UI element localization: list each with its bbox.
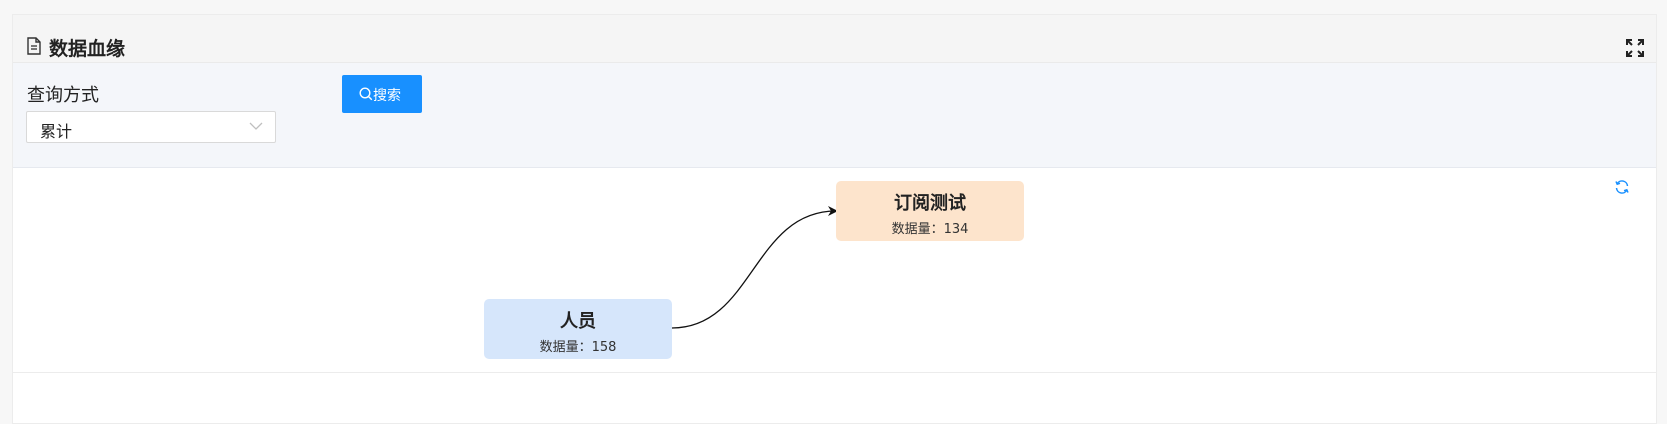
lineage-graph: 人员 数据量：158 订阅测试 数据量：134: [13, 168, 1656, 373]
lineage-node-target[interactable]: 订阅测试 数据量：134: [836, 181, 1024, 241]
chevron-down-icon: [249, 122, 263, 130]
search-icon: [359, 87, 373, 101]
node-name: 人员: [560, 311, 596, 332]
lineage-edge: [671, 206, 838, 329]
data-lineage-panel: 数据血缘 查询方式 累计 搜索: [12, 14, 1657, 424]
node-count: 数据量：134: [891, 222, 969, 237]
search-button-label: 搜索: [373, 88, 401, 104]
panel-header: 数据血缘: [13, 15, 1656, 63]
lineage-node-source[interactable]: 人员 数据量：158: [484, 299, 672, 359]
query-mode-label: 查询方式: [27, 85, 99, 106]
page-title: 数据血缘: [49, 38, 126, 60]
node-count: 数据量：158: [539, 340, 617, 355]
document-icon: [27, 37, 41, 55]
search-button[interactable]: 搜索: [342, 75, 422, 113]
query-mode-select[interactable]: 累计: [26, 111, 276, 143]
filter-bar: 查询方式 累计 搜索: [13, 63, 1656, 168]
query-mode-value: 累计: [40, 122, 73, 141]
node-name: 订阅测试: [894, 193, 966, 214]
refresh-icon[interactable]: [1614, 179, 1630, 195]
fullscreen-icon[interactable]: [1626, 39, 1644, 57]
